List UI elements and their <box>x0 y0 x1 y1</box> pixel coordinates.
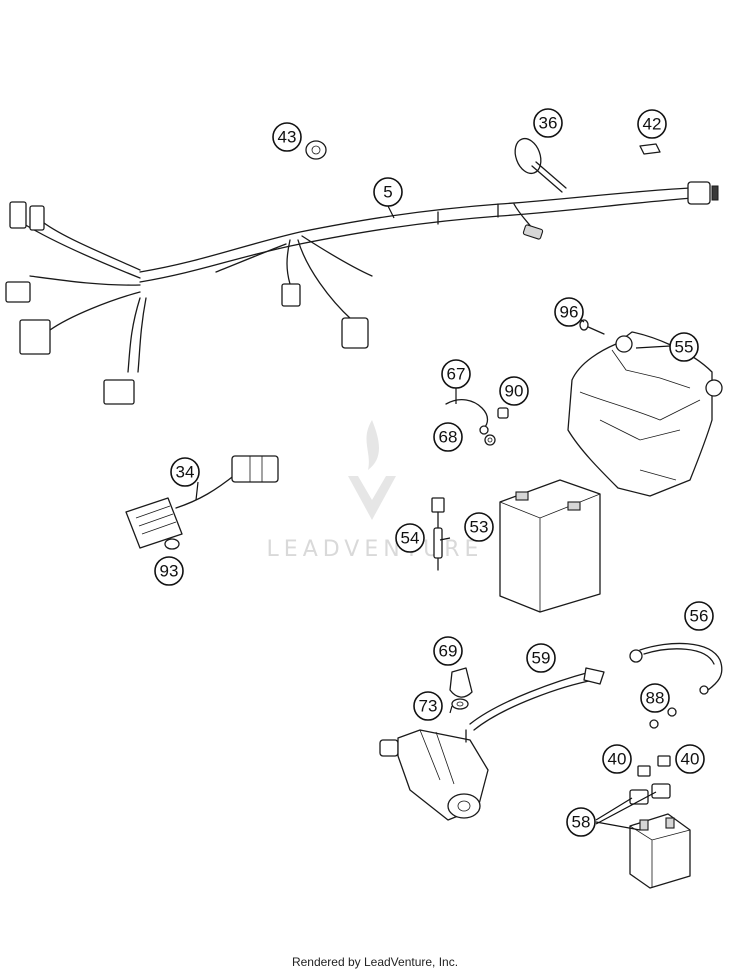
callout-42: 42 <box>637 109 667 139</box>
callout-label-36: 36 <box>539 114 558 133</box>
callout-label-73: 73 <box>419 697 438 716</box>
starter-relay-part <box>629 783 691 889</box>
connector-left-3 <box>5 281 31 303</box>
ground-cable-part <box>445 398 489 435</box>
callout-90: 90 <box>499 376 529 406</box>
callout-label-54: 54 <box>401 529 420 548</box>
callout-5: 5 <box>373 177 403 207</box>
clip-part <box>639 143 661 155</box>
connector-left-1 <box>9 201 27 229</box>
callout-label-96: 96 <box>560 303 579 322</box>
callout-36: 36 <box>533 108 563 138</box>
callout-label-56: 56 <box>690 607 709 626</box>
grommet-part <box>305 140 327 160</box>
connector-center-1 <box>281 283 301 307</box>
callout-label-58: 58 <box>572 813 591 832</box>
watermark-text: LEADVENTURE <box>267 537 484 562</box>
callout-96: 96 <box>554 297 584 327</box>
callout-label-53: 53 <box>470 518 489 537</box>
connector-center-2 <box>341 317 369 349</box>
harness-end-connector <box>687 181 711 205</box>
callout-label-5: 5 <box>383 183 392 202</box>
harness-branch-connector <box>522 224 544 240</box>
callout-43: 43 <box>272 122 302 152</box>
callout-68: 68 <box>433 422 463 452</box>
callout-label-43: 43 <box>278 128 297 147</box>
screw-96-part <box>579 319 605 335</box>
callout-label-68: 68 <box>439 428 458 447</box>
nut-73-part <box>451 698 469 710</box>
callout-56: 56 <box>684 601 714 631</box>
callout-label-40-right: 40 <box>681 750 700 769</box>
fuse-strip-part <box>431 497 445 571</box>
v-logo-icon <box>348 476 396 520</box>
callout-label-34: 34 <box>176 463 195 482</box>
battery-holder-part <box>567 331 723 497</box>
callout-54: 54 <box>395 523 425 553</box>
cable-56-part <box>629 642 723 695</box>
cable-tie-part <box>514 137 567 193</box>
flame-logo-icon <box>366 420 379 470</box>
callout-label-55: 55 <box>675 338 694 357</box>
wiring-harness <box>5 181 719 405</box>
cap-69-part <box>449 667 473 698</box>
callout-40-left: 40 <box>602 744 632 774</box>
fuses-40-part <box>637 755 671 777</box>
callout-53: 53 <box>464 512 494 542</box>
callout-58: 58 <box>566 807 596 837</box>
callout-59: 59 <box>526 643 556 673</box>
starter-cable-part <box>469 667 605 731</box>
callout-label-42: 42 <box>643 115 662 134</box>
battery-part <box>499 479 601 613</box>
connector-left-4 <box>19 319 51 355</box>
leadventure-watermark: LEADVENTURE <box>267 420 484 562</box>
screw-90-part <box>497 407 509 419</box>
callout-label-93: 93 <box>160 562 179 581</box>
callout-93: 93 <box>154 556 184 586</box>
callout-label-40-left: 40 <box>608 750 627 769</box>
regulator-part <box>125 455 279 549</box>
callout-label-67: 67 <box>447 365 466 384</box>
render-credit: Rendered by LeadVenture, Inc. <box>291 955 459 969</box>
screws-88-part <box>649 707 677 729</box>
callout-label-69: 69 <box>439 642 458 661</box>
callout-55: 55 <box>669 332 699 362</box>
connector-left-5 <box>103 379 135 405</box>
starter-motor-part <box>379 729 489 821</box>
callout-label-90: 90 <box>505 382 524 401</box>
callout-40-right: 40 <box>675 744 705 774</box>
connector-left-2 <box>29 205 45 231</box>
bolt-93-part <box>164 538 180 550</box>
callout-88: 88 <box>640 683 670 713</box>
callout-69: 69 <box>433 636 463 666</box>
callout-67: 67 <box>441 359 471 389</box>
callout-label-59: 59 <box>532 649 551 668</box>
callout-label-88: 88 <box>646 689 665 708</box>
callout-34: 34 <box>170 457 200 487</box>
callout-73: 73 <box>413 691 443 721</box>
leader-lines <box>195 205 671 831</box>
washer-68-part <box>484 434 496 446</box>
